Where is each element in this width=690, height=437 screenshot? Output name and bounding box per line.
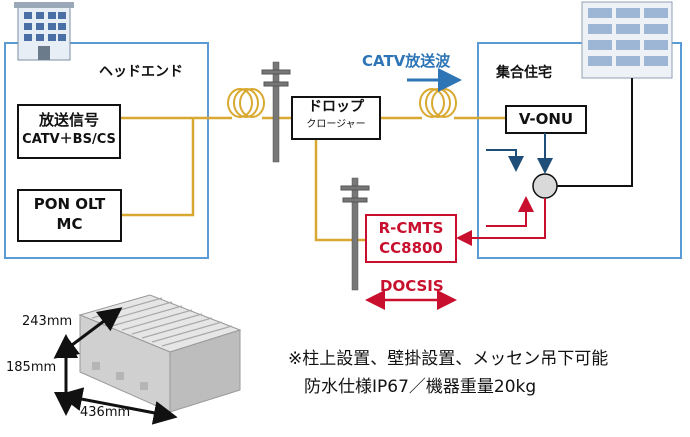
building-icon: [14, 2, 74, 61]
drop-line1: ドロップ: [308, 99, 364, 115]
r-cmts-line1: R-CMTS: [378, 219, 444, 237]
headend-label: ヘッドエンド: [99, 64, 183, 80]
r-cmts-line2: CC8800: [379, 239, 443, 257]
catv-wave-label: CATV放送波: [362, 52, 451, 70]
coax-line: [557, 78, 633, 187]
docsis-label: DOCSIS: [380, 277, 444, 295]
fiber-lines: [120, 116, 506, 242]
dimension-height-label: 185mm: [6, 360, 57, 375]
dimension-width-label: 243mm: [22, 314, 73, 329]
r-cmts-text: R-CMTS CC8800: [366, 218, 456, 258]
r-cmts-box: [365, 214, 457, 263]
v-onu-box: [505, 105, 587, 134]
spec-note: 防水仕様IP67／機器重量20kg: [304, 377, 537, 397]
pon-line1: PON OLT: [33, 195, 106, 213]
fiber-coil-icon: [419, 88, 457, 118]
utility-pole-icon: [340, 177, 370, 291]
apartment-frame: [477, 42, 682, 259]
headend-frame: [4, 42, 209, 259]
broadcast-line2: CATV＋BS/CS: [22, 132, 116, 147]
pon-box-text: PON OLT MC: [18, 194, 121, 234]
utility-pole-icon: [261, 61, 291, 163]
drop-line2: クロージャー: [306, 119, 366, 130]
drop-closure-text: ドロップ クロージャー: [292, 99, 380, 133]
broadcast-box-text: 放送信号 CATV＋BS/CS: [18, 110, 120, 150]
combiner-icon: [532, 173, 558, 199]
downstream-red-arrow: [486, 196, 534, 227]
fiber-coil-icon: [227, 88, 265, 118]
broadcast-line1: 放送信号: [38, 111, 99, 129]
broadcast-box: [17, 104, 121, 159]
pon-olt-box: [17, 189, 122, 242]
apartment-building-icon: [581, 1, 673, 79]
downstream-arrow: [486, 149, 524, 172]
dimension-depth-label: 436mm: [80, 405, 131, 420]
r-cmts-device-image: [78, 294, 242, 413]
pon-line2: MC: [56, 215, 83, 233]
upstream-arrow: [456, 198, 546, 246]
drop-closure-box: [291, 96, 381, 140]
v-onu-text: V-ONU: [518, 110, 574, 128]
installation-note: ※柱上設置、壁掛設置、メッセン吊下可能: [288, 349, 609, 369]
apartment-label: 集合住宅: [496, 65, 552, 81]
depth-dimension-arrow: [58, 387, 178, 425]
